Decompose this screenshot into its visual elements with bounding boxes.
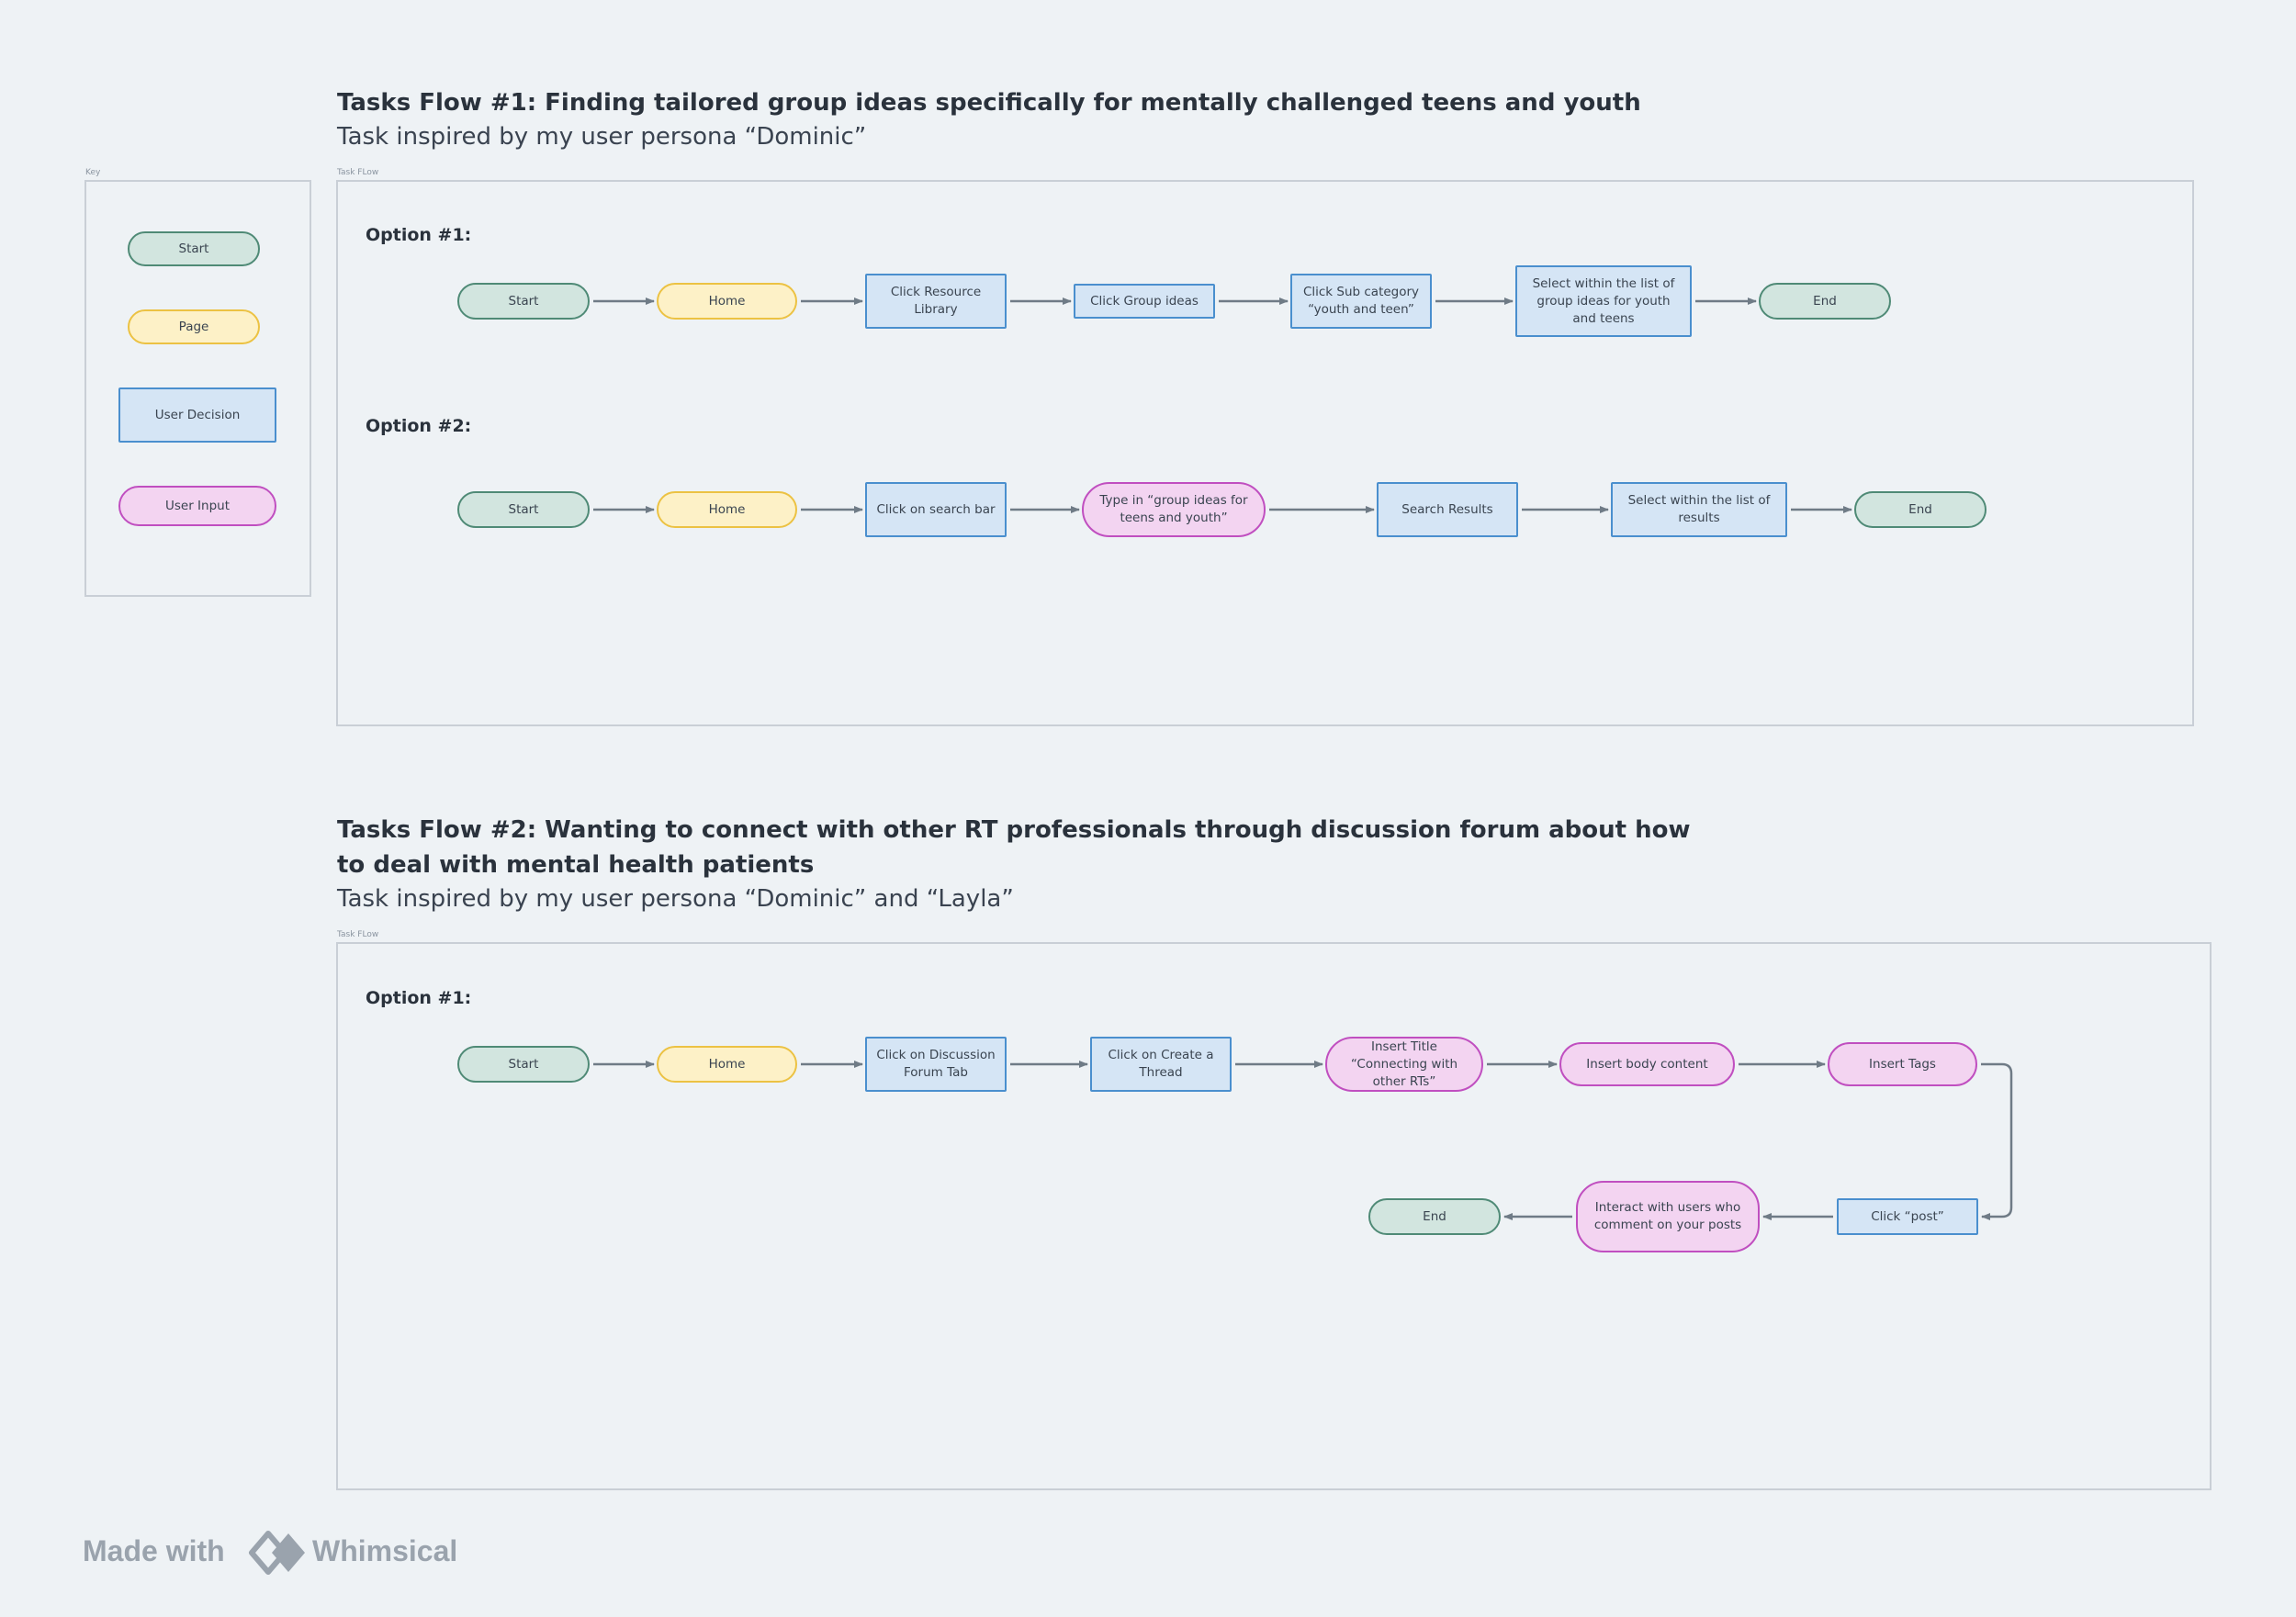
- flow2-frame-label: Task FLow: [337, 930, 379, 939]
- flow1-opt1-group-ideas[interactable]: Click Group ideas: [1074, 284, 1215, 319]
- flow1-frame: [336, 180, 2194, 726]
- arrow: [1981, 1062, 2013, 1220]
- flow1-opt2-search-results[interactable]: Search Results: [1377, 482, 1518, 537]
- whimsical-logo-icon: [249, 1531, 305, 1575]
- flow1-frame-label: Task FLow: [337, 168, 379, 177]
- flow1-opt2-start[interactable]: Start: [457, 491, 590, 528]
- flow1-opt1-home[interactable]: Home: [657, 283, 797, 320]
- flow1-opt1-select-group-ideas[interactable]: Select within the list of group ideas fo…: [1515, 265, 1692, 337]
- flow1-title: Tasks Flow #1: Finding tailored group id…: [337, 89, 1641, 117]
- key-user-input-node: User Input: [118, 486, 276, 526]
- flow2-frame: [336, 942, 2212, 1490]
- watermark-brand: Whimsical: [312, 1534, 458, 1567]
- flow2-title-line2: to deal with mental health patients: [337, 851, 815, 879]
- flow1-opt1-start[interactable]: Start: [457, 283, 590, 320]
- flow1-option2-label: Option #2:: [366, 416, 472, 436]
- flow2-title-line1: Tasks Flow #2: Wanting to connect with o…: [337, 816, 1691, 844]
- flow1-opt1-sub-category[interactable]: Click Sub category “youth and teen”: [1290, 274, 1432, 329]
- flow1-opt2-search-bar[interactable]: Click on search bar: [865, 482, 1007, 537]
- flow2-option1-label: Option #1:: [366, 988, 472, 1008]
- flow1-opt2-end[interactable]: End: [1854, 491, 1986, 528]
- flow1-option1-label: Option #1:: [366, 225, 472, 245]
- key-frame-label: Key: [85, 168, 101, 177]
- flow2-subtitle: Task inspired by my user persona “Domini…: [337, 885, 1014, 913]
- flow2-opt1-insert-body[interactable]: Insert body content: [1559, 1042, 1735, 1086]
- flow2-opt1-insert-tags[interactable]: Insert Tags: [1828, 1042, 1977, 1086]
- key-start-node: Start: [128, 231, 260, 266]
- flow2-opt1-insert-title[interactable]: Insert Title “Connecting with other RTs”: [1325, 1037, 1483, 1092]
- watermark-made-with: Made with: [83, 1534, 225, 1567]
- flow2-opt1-create-thread[interactable]: Click on Create a Thread: [1090, 1037, 1232, 1092]
- flow1-opt2-type-query[interactable]: Type in “group ideas for teens and youth…: [1082, 482, 1266, 537]
- key-page-node: Page: [128, 309, 260, 344]
- flow1-opt1-end[interactable]: End: [1759, 283, 1891, 320]
- flow2-opt1-discussion-forum-tab[interactable]: Click on Discussion Forum Tab: [865, 1037, 1007, 1092]
- key-user-decision-node: User Decision: [118, 387, 276, 443]
- flow2-opt1-home[interactable]: Home: [657, 1046, 797, 1083]
- flow1-opt1-resource-library[interactable]: Click Resource Library: [865, 274, 1007, 329]
- flow2-opt1-start[interactable]: Start: [457, 1046, 590, 1083]
- flow1-opt2-home[interactable]: Home: [657, 491, 797, 528]
- flow2-opt1-interact-users[interactable]: Interact with users who comment on your …: [1576, 1181, 1760, 1252]
- flow2-opt1-click-post[interactable]: Click “post”: [1837, 1198, 1978, 1235]
- flow1-subtitle: Task inspired by my user persona “Domini…: [337, 123, 867, 151]
- flow2-opt1-end[interactable]: End: [1368, 1198, 1501, 1235]
- key-frame: [84, 180, 311, 597]
- flow1-opt2-select-results[interactable]: Select within the list of results: [1611, 482, 1787, 537]
